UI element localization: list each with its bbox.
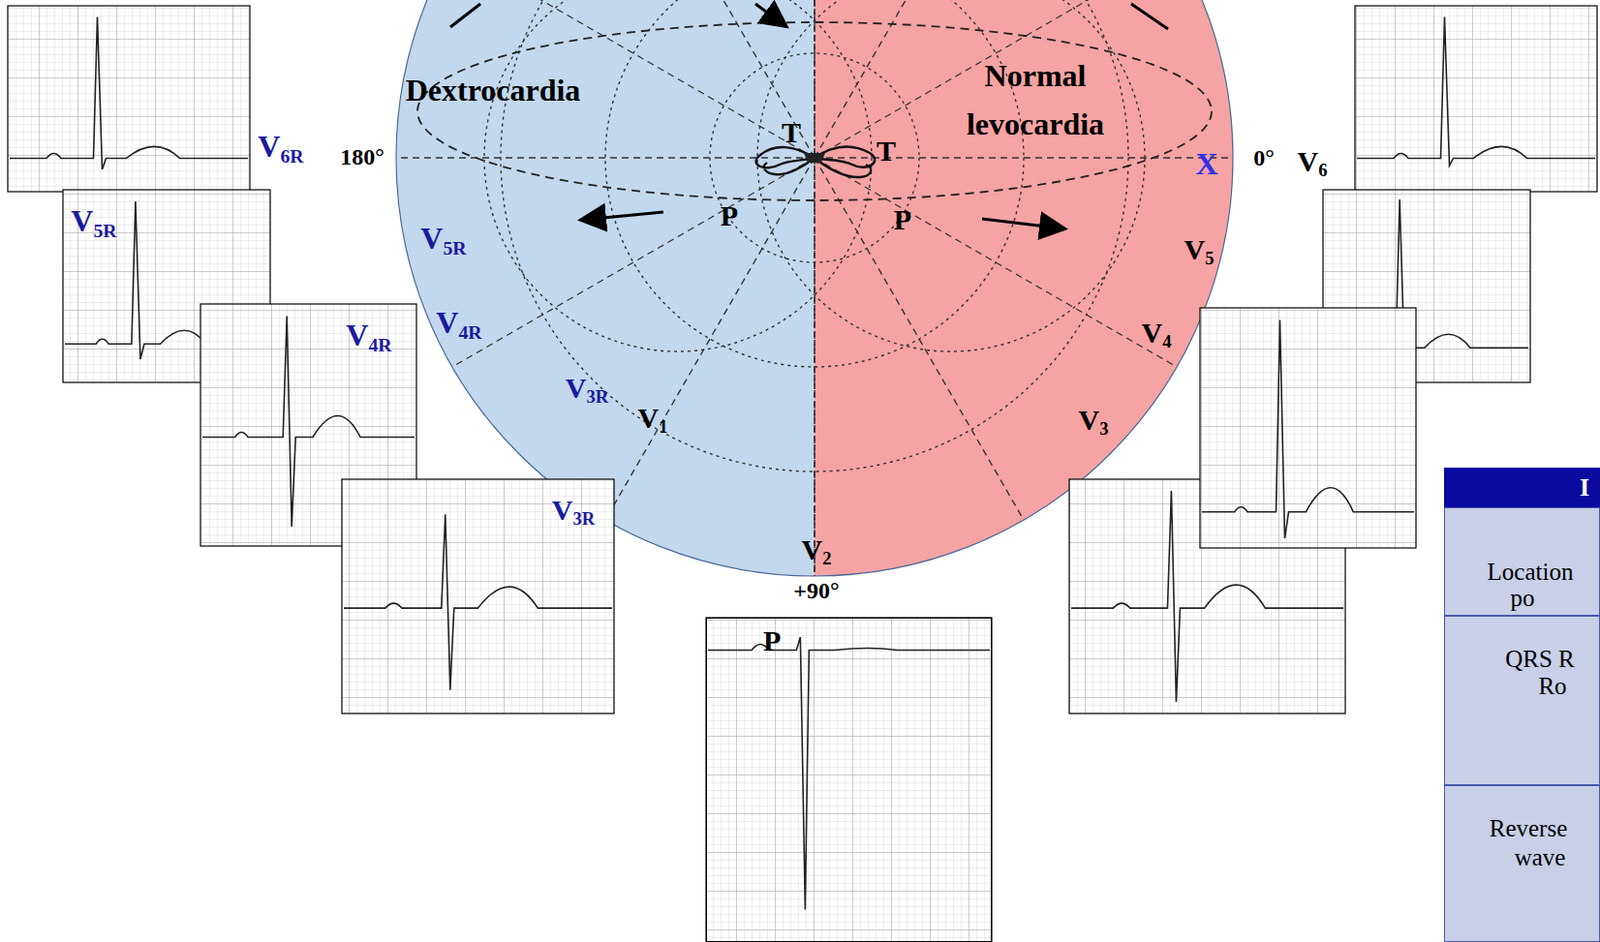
table-cell: QRS R [1505,646,1575,672]
lead-label: V3R [552,495,595,529]
table-header: I [1579,475,1590,501]
table-cell: Ro [1538,674,1567,699]
lead-label: V3 [1078,405,1109,439]
lead-label: V4R [345,319,392,356]
lead-label: V2 [801,535,832,569]
table-cell: wave [1514,845,1567,870]
table-cell: Reverse [1489,816,1569,841]
vector-label: P [720,201,739,231]
ecg-strip-frame: P [706,617,992,942]
lead-label: V3R [565,373,609,407]
lead-label: V5 [1184,235,1215,269]
angle-label: 180° [339,145,385,169]
vector-label: T [781,118,801,148]
lead-label: V1 [638,403,669,437]
angle-label: 0° [1253,146,1275,170]
lead-label: V4R [435,307,482,343]
ecg-strip [706,617,992,942]
angle-label: +90° [793,579,839,603]
lead-label: V6R [257,130,304,167]
wave-label: P [763,626,781,656]
ecg-strip [341,479,615,714]
table-row [1444,615,1600,786]
axis-line [601,0,815,158]
table-cell: po [1510,585,1536,611]
axis-line [814,0,1184,158]
axis-line [814,157,1028,527]
vector-label: T [876,136,896,166]
ecg-strip [1354,5,1598,192]
marker-label: X [1195,148,1218,180]
lead-label: V6 [1297,147,1328,181]
lead-label: V5R [420,222,466,259]
ecg-strip [1200,307,1416,549]
region-label: Normal levocardia [938,52,1133,149]
axis-line [388,156,815,158]
ecg-strip [7,5,250,192]
table-header [1444,467,1600,508]
lead-label: V4 [1141,318,1172,352]
table-cell: Location [1487,559,1574,585]
vector-label: P [893,205,912,235]
axis-line [445,157,815,371]
axis-line [601,157,815,527]
lead-label: V5R [70,205,117,242]
region-label: Dextrocardia [405,74,582,106]
